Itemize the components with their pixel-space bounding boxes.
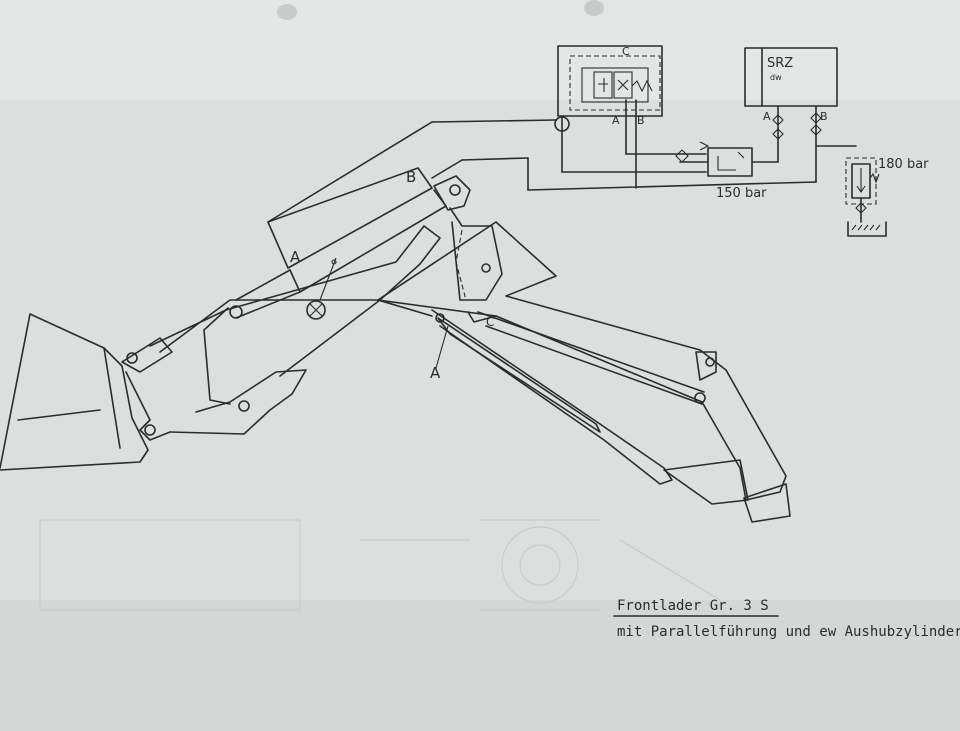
lift-cylinder-a-label: A	[290, 248, 301, 266]
lift-cylinder-b-label: B	[406, 168, 416, 186]
punch-holes	[277, 0, 604, 20]
valve-port-a-label: A	[612, 114, 620, 127]
caption-title: Frontlader Gr. 3 S	[617, 598, 769, 614]
caption-subtitle: mit Parallelführung und ew Aushubzylinde…	[617, 624, 960, 640]
valve-port-c-label: C	[622, 45, 630, 58]
caption: Frontlader Gr. 3 S mit Parallelführung u…	[613, 598, 960, 640]
srz-sub-label: dw	[770, 73, 782, 82]
tilt-pivot-a-label: A	[430, 364, 441, 382]
srz-label: SRZ	[767, 56, 793, 71]
bleed-through-drawing	[39, 519, 721, 611]
pivot-x-marker	[306, 300, 326, 320]
tilt-pivot-c-label: C	[486, 315, 494, 329]
front-loader-arm: A B X A C	[0, 167, 791, 523]
valve-port-b-label: B	[637, 114, 645, 127]
srz-port-a-label: A	[763, 110, 771, 123]
relief-150-label: 150 bar	[716, 186, 767, 201]
hydraulic-circuit: C A B 150 bar SRZ dw A B	[267, 45, 929, 237]
srz-port-b-label: B	[820, 110, 828, 123]
relief-180-label: 180 bar	[878, 157, 929, 172]
